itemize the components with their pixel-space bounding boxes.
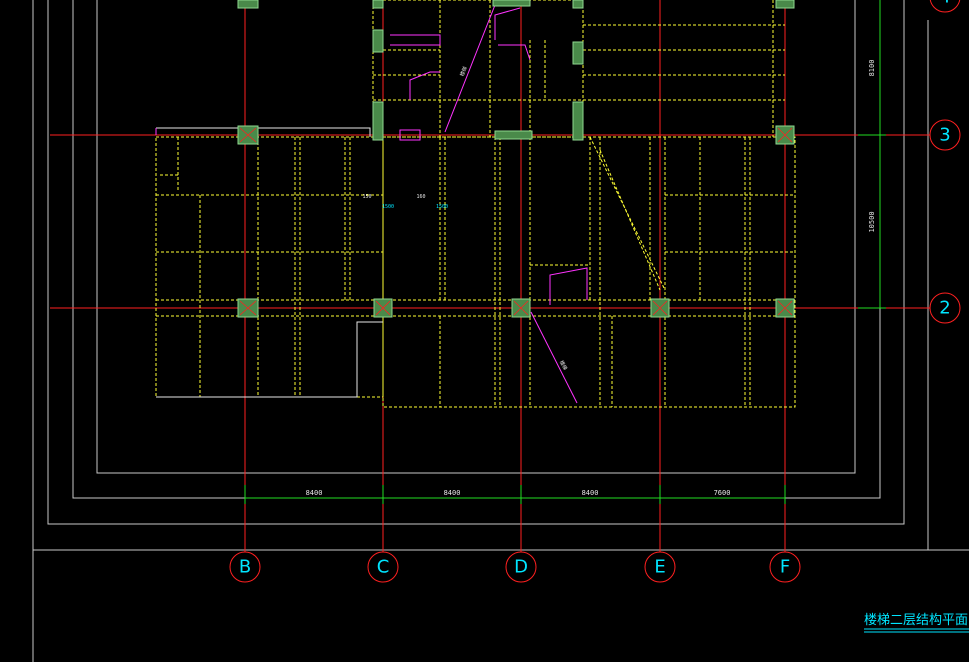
dimension-text: 8100 bbox=[868, 60, 876, 77]
svg-text:4: 4 bbox=[939, 0, 950, 8]
stair-label: 楼梯 bbox=[558, 359, 569, 371]
axis-bubble-3: 3 bbox=[929, 119, 961, 151]
svg-text:E: E bbox=[654, 557, 665, 578]
column bbox=[372, 29, 384, 53]
beam-label: 160 bbox=[416, 194, 425, 200]
axis-bubble-2: 2 bbox=[929, 292, 961, 324]
axis-bubble-C: C bbox=[367, 551, 399, 583]
section-note: 1500 bbox=[436, 204, 448, 210]
svg-text:F: F bbox=[780, 557, 790, 578]
drawing-frame bbox=[32, 0, 969, 662]
column bbox=[572, 41, 584, 65]
column bbox=[494, 130, 533, 140]
beams-upper-core bbox=[372, 0, 785, 138]
dimension-text: 8400 bbox=[444, 489, 461, 497]
column bbox=[572, 101, 584, 141]
drawing-title-block: 楼梯二层结构平面图 bbox=[864, 613, 969, 633]
beams-right bbox=[382, 136, 796, 408]
svg-text:B: B bbox=[239, 557, 251, 578]
dimension-text: 10500 bbox=[868, 211, 876, 232]
slab-outline-left bbox=[156, 127, 383, 398]
column bbox=[237, 0, 259, 9]
columns bbox=[237, 0, 795, 318]
column bbox=[372, 0, 384, 9]
svg-text:2: 2 bbox=[939, 298, 950, 319]
axis-bubble-F: F bbox=[769, 551, 801, 583]
svg-text:C: C bbox=[377, 557, 390, 578]
axis-bubble-D: D bbox=[505, 551, 537, 583]
column-hatch bbox=[239, 127, 793, 316]
axis-bubble-4: 4 bbox=[929, 0, 961, 13]
column bbox=[572, 0, 584, 9]
section-note: 1500 bbox=[382, 204, 394, 210]
axis-bubble-E: E bbox=[644, 551, 676, 583]
svg-text:D: D bbox=[514, 557, 528, 578]
beam-label: 150 bbox=[362, 194, 371, 200]
axis-bubble-B: B bbox=[229, 551, 261, 583]
column bbox=[372, 101, 384, 141]
column bbox=[492, 0, 531, 7]
dimension-text: 8400 bbox=[306, 489, 323, 497]
svg-text:3: 3 bbox=[939, 125, 950, 146]
stair-label: 楼梯 bbox=[458, 65, 468, 77]
beams-left bbox=[155, 136, 384, 398]
column bbox=[775, 0, 795, 9]
dimension-text: 8400 bbox=[582, 489, 599, 497]
stair-elements bbox=[155, 4, 588, 404]
drawing-title: 楼梯二层结构平面图 bbox=[864, 613, 969, 628]
dimension-lines bbox=[244, 0, 886, 504]
dimension-text: 7600 bbox=[714, 489, 731, 497]
